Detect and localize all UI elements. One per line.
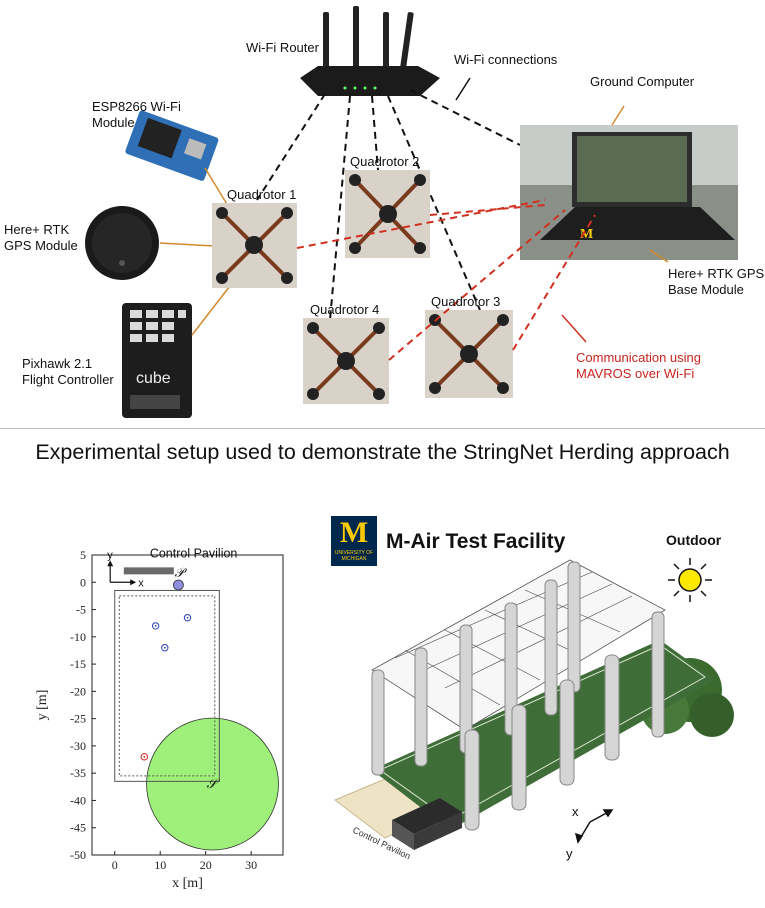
hardware-diagram: M cube (85, 6, 738, 418)
protected-point (173, 579, 184, 591)
pixhawk-label-line2: Flight Controller (22, 372, 114, 387)
mavros-pointer (561, 314, 587, 343)
attacker-point-center (143, 755, 146, 758)
frame-y-label: y (107, 549, 113, 561)
mavros-label-line1: Communication using (576, 350, 702, 365)
x-tick-label: 20 (200, 858, 212, 872)
x-tick-label: 10 (154, 858, 166, 872)
divider (0, 428, 765, 429)
pixhawk-brand-text: cube (136, 370, 171, 387)
wifi-connection-lines (256, 89, 521, 321)
quadrotor-icon (425, 310, 513, 398)
frame-x-label: x (138, 577, 144, 589)
defender-point-center (163, 646, 166, 649)
quadrotor-1-label: Quadrotor 1 (227, 187, 297, 202)
plot-title: Control Pavilion (150, 546, 238, 560)
rtk-label-line2: GPS Module (4, 238, 78, 253)
y-tick-label: 0 (80, 575, 86, 589)
rtk-label-line1: Here+ RTK (4, 222, 70, 237)
base-module-label: Here+ RTK GPS Base Module (668, 266, 764, 298)
attacker-point (140, 753, 148, 761)
mavros-label-line2: MAVROS over Wi-Fi (576, 366, 695, 381)
quadrotor-2-label: Quadrotor 2 (350, 154, 420, 169)
defender-point (161, 644, 169, 652)
x-tick-label: 30 (245, 858, 257, 872)
quadrotor-4-label: Quadrotor 4 (310, 302, 380, 317)
esp-label-line2: Module (92, 115, 135, 130)
university-of-michigan-logo: M UNIVERSITY OF MICHIGAN (331, 516, 377, 566)
logo-m: M (339, 516, 369, 549)
y-tick-label: -30 (70, 739, 86, 753)
base-label-line1: Here+ RTK GPS (668, 266, 765, 281)
y-tick-label: -10 (70, 630, 86, 644)
logo-line1: UNIVERSITY OF (334, 550, 374, 556)
mavros-label: Communication using MAVROS over Wi-Fi (576, 350, 701, 382)
quadrotor-icon (345, 170, 430, 258)
x-tick-label: 0 (112, 858, 118, 872)
frame-x-arrowhead (130, 579, 137, 586)
y-tick-label: -35 (70, 766, 86, 780)
y-tick-label: 5 (80, 548, 86, 562)
defender-point-center (154, 625, 157, 627)
x-axis-label: x [m] (172, 876, 203, 891)
outdoor-label: Outdoor (666, 532, 722, 548)
control-pavilion-bar (123, 567, 174, 575)
pixhawk-label: Pixhawk 2.1 Flight Controller (22, 356, 114, 388)
quadrotor-3-label: Quadrotor 3 (431, 294, 501, 309)
y-tick-label: -15 (70, 657, 86, 671)
esp-label-line1: ESP8266 Wi-Fi (92, 99, 181, 114)
y-axis-label: y [m] (35, 690, 50, 721)
wifi-router-icon (300, 6, 440, 96)
base-label-line2: Base Module (668, 282, 744, 297)
logo-line2: MICHIGAN (341, 556, 367, 562)
y-tick-label: -40 (70, 793, 86, 807)
wifi-connections-pointer (455, 77, 471, 101)
laptop-brand-icon: M (580, 227, 593, 242)
wifi-connections-label: Wi-Fi connections (454, 52, 558, 67)
ground-computer-label: Ground Computer (590, 74, 695, 89)
y-tick-label: -5 (76, 603, 86, 617)
esp8266-module-icon (125, 110, 219, 181)
quadrotor-icon (212, 203, 297, 288)
quadrotor-photos (212, 170, 513, 404)
rtk-gps-module-icon (85, 206, 159, 280)
esp-label: ESP8266 Wi-Fi Module (92, 99, 181, 131)
y-tick-label: -45 (70, 821, 86, 835)
facility-title: M-Air Test Facility (386, 530, 566, 553)
outer-boundary (114, 589, 220, 782)
safe-area (146, 717, 279, 851)
mavros-lines (296, 199, 596, 361)
defender-point-center (186, 616, 189, 619)
router-label: Wi-Fi Router (246, 40, 319, 55)
y-tick-label: -50 (70, 848, 86, 862)
frame-y-arrowhead (107, 560, 114, 567)
defender-point (151, 622, 160, 630)
plot-frame (91, 554, 284, 856)
pixhawk-label-line1: Pixhawk 2.1 (22, 356, 93, 371)
y-tick-label: -20 (70, 684, 86, 698)
quadrotor-icon (303, 318, 389, 404)
defender-point (183, 614, 192, 622)
figure-caption: Experimental setup used to demonstrate t… (35, 440, 730, 464)
y-tick-label: -25 (70, 712, 86, 726)
pixhawk-controller-icon (122, 303, 192, 418)
rtk-label: Here+ RTK GPS Module (4, 222, 78, 254)
protected-point-label: 𝒫 (174, 565, 187, 580)
inner-boundary (118, 595, 216, 777)
ground-computer-photo: M (520, 125, 738, 260)
